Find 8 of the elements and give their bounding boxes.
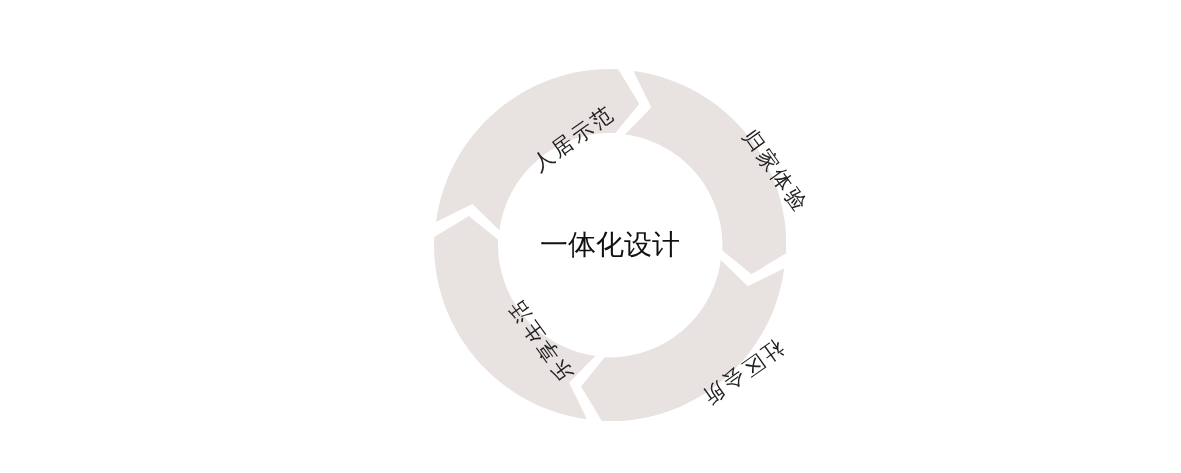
segment-label: 乐享生活: [504, 293, 578, 385]
segment-label: 社区会所: [696, 336, 787, 410]
arc-arrow-segment: [581, 259, 785, 421]
arc-arrow-segment: [434, 216, 596, 420]
center-text: 一体化设计: [540, 231, 680, 259]
segment-label: 人居示范: [529, 101, 620, 175]
arc-arrow-segment: [435, 69, 639, 231]
segment-label: 归家体验: [738, 126, 812, 218]
